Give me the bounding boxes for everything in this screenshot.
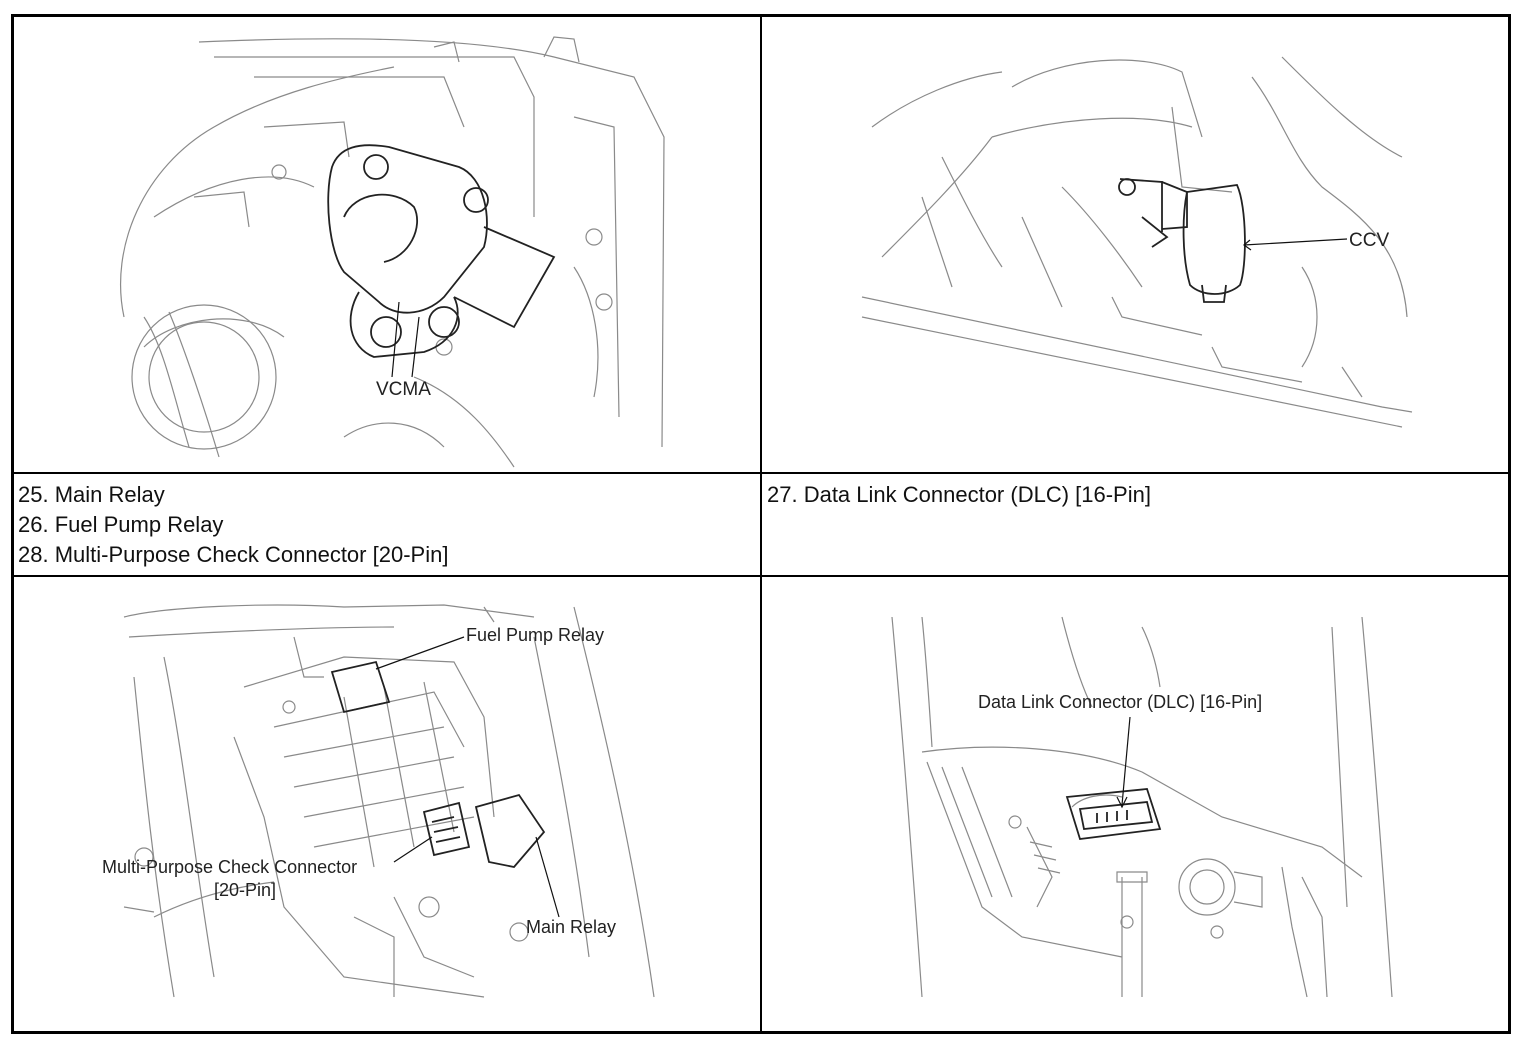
row-divider-bottom (11, 575, 1511, 577)
dlc-illustration: Data Link Connector (DLC) [16-Pin] (762, 577, 1508, 1032)
dlc-label: Data Link Connector (DLC) [16-Pin] (978, 692, 1262, 712)
fuel-pump-relay-label: Fuel Pump Relay (466, 625, 604, 645)
check-connector-label-line1: Multi-Purpose Check Connector (102, 857, 357, 877)
caption-left-line-3: 28. Multi-Purpose Check Connector [20-Pi… (18, 542, 449, 567)
main-relay-label: Main Relay (526, 917, 616, 937)
check-connector-label-line2: [20-Pin] (214, 880, 276, 900)
caption-left-line-2: 26. Fuel Pump Relay (18, 512, 224, 537)
caption-left: 25. Main Relay 26. Fuel Pump Relay 28. M… (18, 480, 448, 570)
caption-right: 27. Data Link Connector (DLC) [16-Pin] (767, 480, 1151, 510)
ccv-label: CCV (1349, 230, 1389, 251)
caption-left-line-1: 25. Main Relay (18, 482, 165, 507)
vcma-illustration: VCMA (14, 17, 760, 472)
row-divider-top (11, 472, 1511, 474)
ccv-illustration: CCV (762, 17, 1508, 472)
column-divider (760, 14, 762, 1034)
vcma-label: VCMA (376, 379, 431, 400)
relay-box-illustration: Fuel Pump Relay Multi-Purpose Check Conn… (14, 577, 760, 1032)
caption-right-line-1: 27. Data Link Connector (DLC) [16-Pin] (767, 482, 1151, 507)
